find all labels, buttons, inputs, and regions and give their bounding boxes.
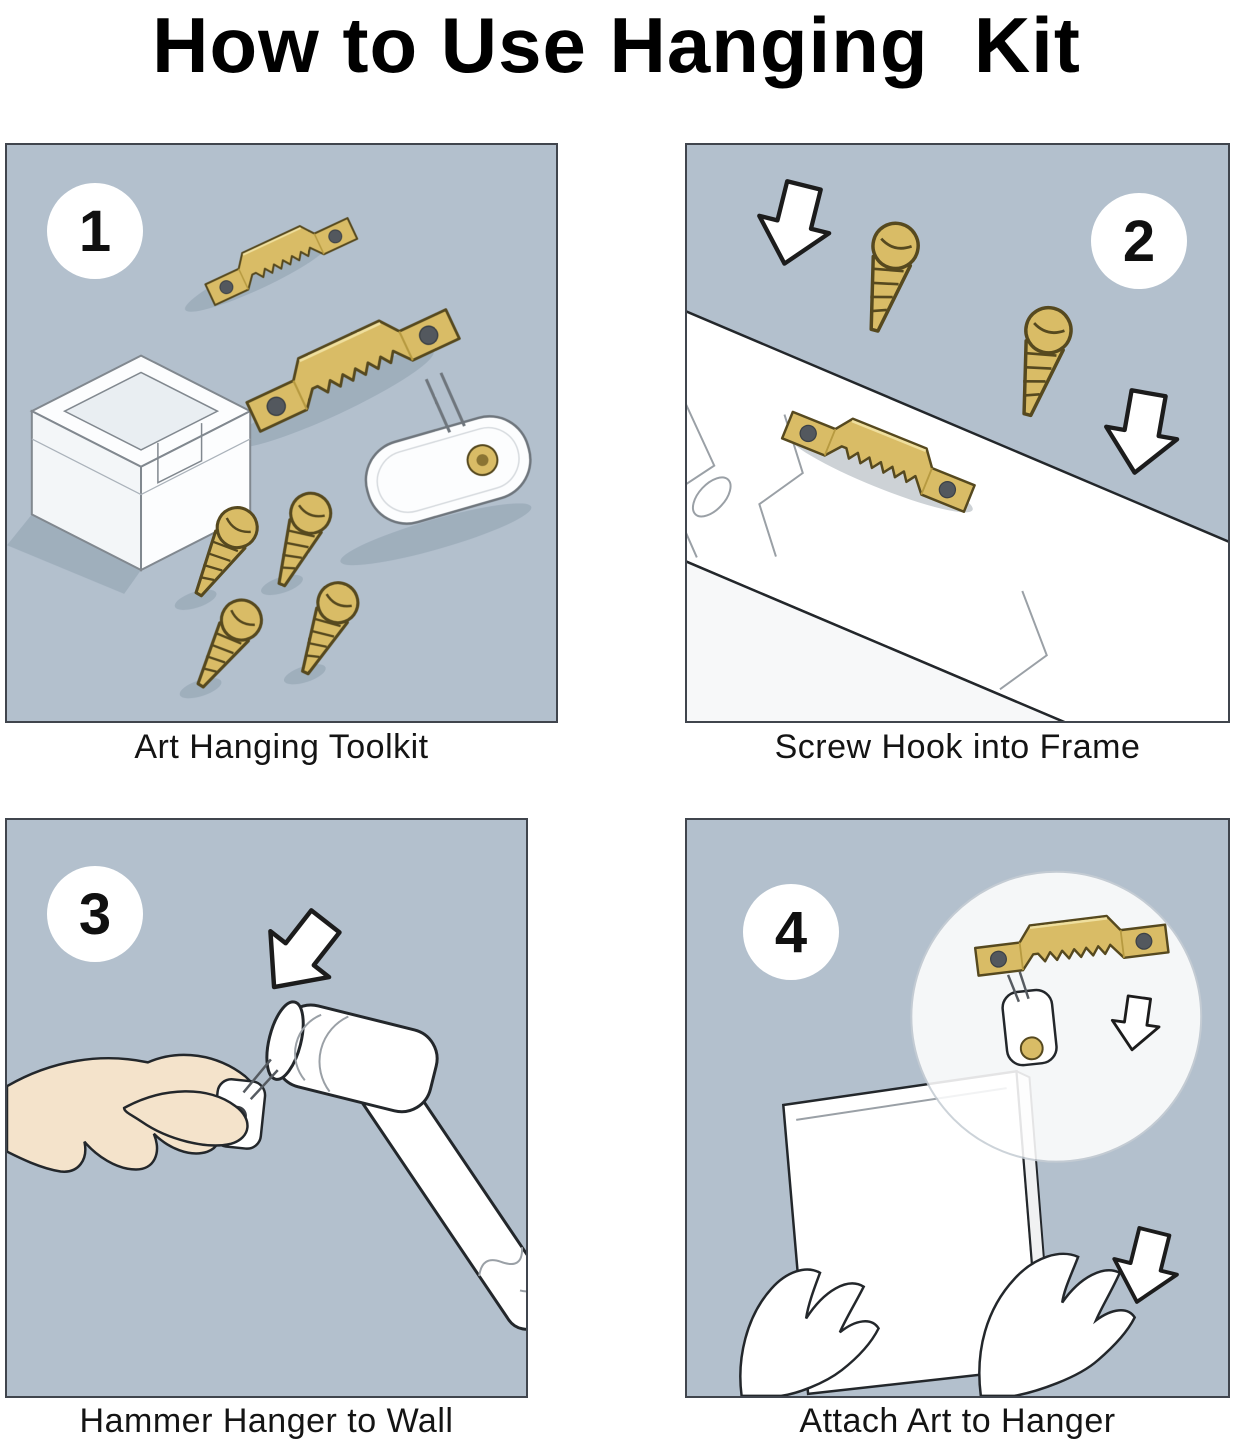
screw-icon <box>1003 301 1078 422</box>
step-1-caption: Art Hanging Toolkit <box>134 728 429 766</box>
screw-icon <box>850 216 925 338</box>
step-number-badge: 2 <box>1091 193 1187 289</box>
screw-icon <box>285 574 366 683</box>
attach-art-illustration <box>739 870 1203 1396</box>
toolkit-illustration <box>7 205 532 699</box>
step-3-caption: Hammer Hanger to Wall <box>79 1402 454 1440</box>
frame-board-illustration <box>687 256 1228 721</box>
right-hand-illustration <box>978 1252 1137 1396</box>
wall-hook-illustration <box>364 372 532 525</box>
step-4-caption: Attach Art to Hanger <box>799 1402 1116 1440</box>
hook-illustration <box>1001 971 1058 1067</box>
page-title: How to Use Hanging Kit <box>152 1 1081 89</box>
step-2-panel: 2 <box>685 143 1230 723</box>
screw-into-frame-illustration <box>687 145 1228 721</box>
step-number-badge: 1 <box>47 183 143 279</box>
hammering-illustration <box>7 820 526 1331</box>
magnifier-circle <box>910 870 1203 1163</box>
step-4-panel: 4 <box>685 818 1230 1398</box>
down-arrow-icon <box>750 177 839 273</box>
hand-illustration <box>7 1053 279 1173</box>
down-left-arrow-icon <box>245 898 355 1010</box>
thumb-illustration <box>122 1090 249 1147</box>
storage-box-illustration <box>29 354 253 572</box>
step-1-panel: 1 <box>5 143 558 723</box>
down-arrow-icon <box>1099 387 1184 479</box>
screw-icon <box>182 590 271 698</box>
step-number-badge: 4 <box>743 884 839 980</box>
step-2-caption: Screw Hook into Frame <box>774 728 1141 766</box>
left-hand-illustration <box>739 1268 881 1396</box>
down-arrow-icon <box>1103 1222 1188 1312</box>
sawtooth-hanger-icon <box>198 205 359 307</box>
step-3-panel: 3 <box>5 818 528 1398</box>
hammer-illustration <box>265 1000 526 1331</box>
step-number-badge: 3 <box>47 866 143 962</box>
